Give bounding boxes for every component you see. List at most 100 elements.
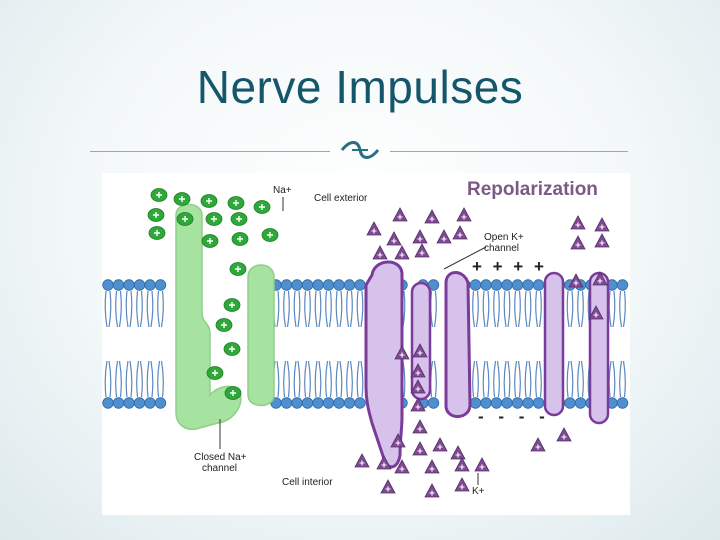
- lipid-head: [322, 279, 335, 291]
- lipid-head: [354, 397, 366, 409]
- k-ion-plus: [455, 452, 461, 458]
- na-ion-plus: [229, 346, 235, 352]
- k-ion-plus: [429, 216, 435, 222]
- na-ion-plus: [233, 200, 239, 206]
- lipid-tail: [577, 290, 584, 328]
- lipid-tail: [115, 290, 122, 328]
- lipid-head: [154, 397, 167, 409]
- k-ion-plus: [415, 386, 421, 392]
- lipid-head: [427, 397, 440, 409]
- k-ion-plus: [573, 280, 579, 286]
- lipid-tail: [430, 360, 437, 398]
- lipid-head: [343, 397, 356, 409]
- lipid-head: [112, 279, 125, 291]
- lipid-head: [112, 397, 125, 409]
- na-ion-plus: [267, 232, 273, 238]
- lipid-head: [354, 279, 366, 291]
- lipid-head: [144, 279, 156, 291]
- outside-positive-charges: + + + +: [472, 257, 547, 276]
- lipid-head: [291, 279, 303, 291]
- k-ion-plus: [399, 252, 405, 258]
- lipid-tail: [356, 360, 364, 398]
- lipid-head: [312, 397, 324, 409]
- k-ion-plus: [599, 240, 605, 246]
- lipid-tail: [608, 360, 616, 398]
- lipid-tail: [283, 290, 290, 328]
- lipid-tail: [608, 290, 616, 328]
- k-ion-plus: [417, 350, 423, 356]
- lipid-head: [501, 279, 513, 291]
- lipid-head: [280, 397, 293, 409]
- lipid-tail: [566, 360, 574, 398]
- k-channel-2: [410, 281, 432, 401]
- lipid-head: [280, 279, 293, 291]
- lipid-tail: [619, 360, 626, 398]
- k-ion-plus: [399, 466, 405, 472]
- k-ion-plus: [397, 214, 403, 220]
- na-ion-plus: [206, 198, 212, 204]
- open-k-label-line2: channel: [484, 243, 520, 254]
- lipid-head: [301, 279, 314, 291]
- lipid-head: [469, 279, 482, 291]
- k-ion-plus: [561, 434, 567, 440]
- lipid-tail: [493, 360, 500, 398]
- lipid-tail: [136, 360, 143, 398]
- k-channel-1: [364, 260, 404, 469]
- na-ion-plus: [237, 236, 243, 242]
- k-ion-plus: [535, 444, 541, 450]
- lipid-tail: [146, 360, 154, 398]
- lipid-head: [123, 279, 135, 291]
- lipid-tail: [283, 360, 290, 398]
- k-ion-plus: [459, 464, 465, 470]
- cell-interior-label: Cell interior: [282, 477, 333, 488]
- lipid-tail: [304, 290, 311, 328]
- lipid-tail: [524, 290, 532, 328]
- na-ion-plus: [229, 302, 235, 308]
- k-ion-plus: [593, 312, 599, 318]
- lipid-head: [312, 279, 324, 291]
- lipid-tail: [566, 290, 574, 328]
- lipid-tail: [577, 360, 584, 398]
- k-ion-plus: [377, 252, 383, 258]
- lipid-tail: [524, 360, 532, 398]
- cell-exterior-label: Cell exterior: [314, 193, 368, 204]
- k-ion-plus: [597, 278, 603, 284]
- k-ion-plus: [415, 404, 421, 410]
- lipid-tail: [482, 290, 490, 328]
- title-rule-left: [90, 151, 330, 152]
- lipid-head: [532, 279, 545, 291]
- k-channel-5: [588, 271, 610, 425]
- closed-na-label-line1: Closed Na+: [194, 452, 247, 463]
- lipid-tail: [157, 360, 164, 398]
- lipid-head: [301, 397, 314, 409]
- k-ion-plus: [417, 236, 423, 242]
- lipid-tail: [472, 360, 479, 398]
- lipid-tail: [482, 360, 490, 398]
- lipid-head: [574, 397, 587, 409]
- lipid-tail: [125, 360, 133, 398]
- lipid-tail: [325, 360, 332, 398]
- lipid-tail: [430, 290, 437, 328]
- inside-negative-charges: - - - -: [478, 407, 550, 426]
- na-ion-plus: [212, 370, 218, 376]
- k-ion-plus: [459, 484, 465, 490]
- k-ion-plus: [391, 238, 397, 244]
- lipid-head: [480, 279, 492, 291]
- lipid-tail: [314, 290, 322, 328]
- lipid-tail: [535, 290, 542, 328]
- k-ion-plus: [441, 236, 447, 242]
- na-ion-plus: [182, 216, 188, 222]
- lipid-tail: [104, 360, 112, 398]
- lipid-tail: [356, 290, 364, 328]
- na-ion-plus: [156, 192, 162, 198]
- closed-na-channel-left: [175, 203, 242, 431]
- lipid-head: [291, 397, 303, 409]
- ornament-icon: [340, 141, 380, 159]
- lipid-tail: [325, 290, 332, 328]
- lipid-head: [154, 279, 167, 291]
- k-ion-plus: [385, 486, 391, 492]
- na-ion-plus: [236, 216, 242, 222]
- k-ion-plus: [371, 228, 377, 234]
- diagram-canvas: [102, 188, 629, 498]
- lipid-head: [133, 397, 146, 409]
